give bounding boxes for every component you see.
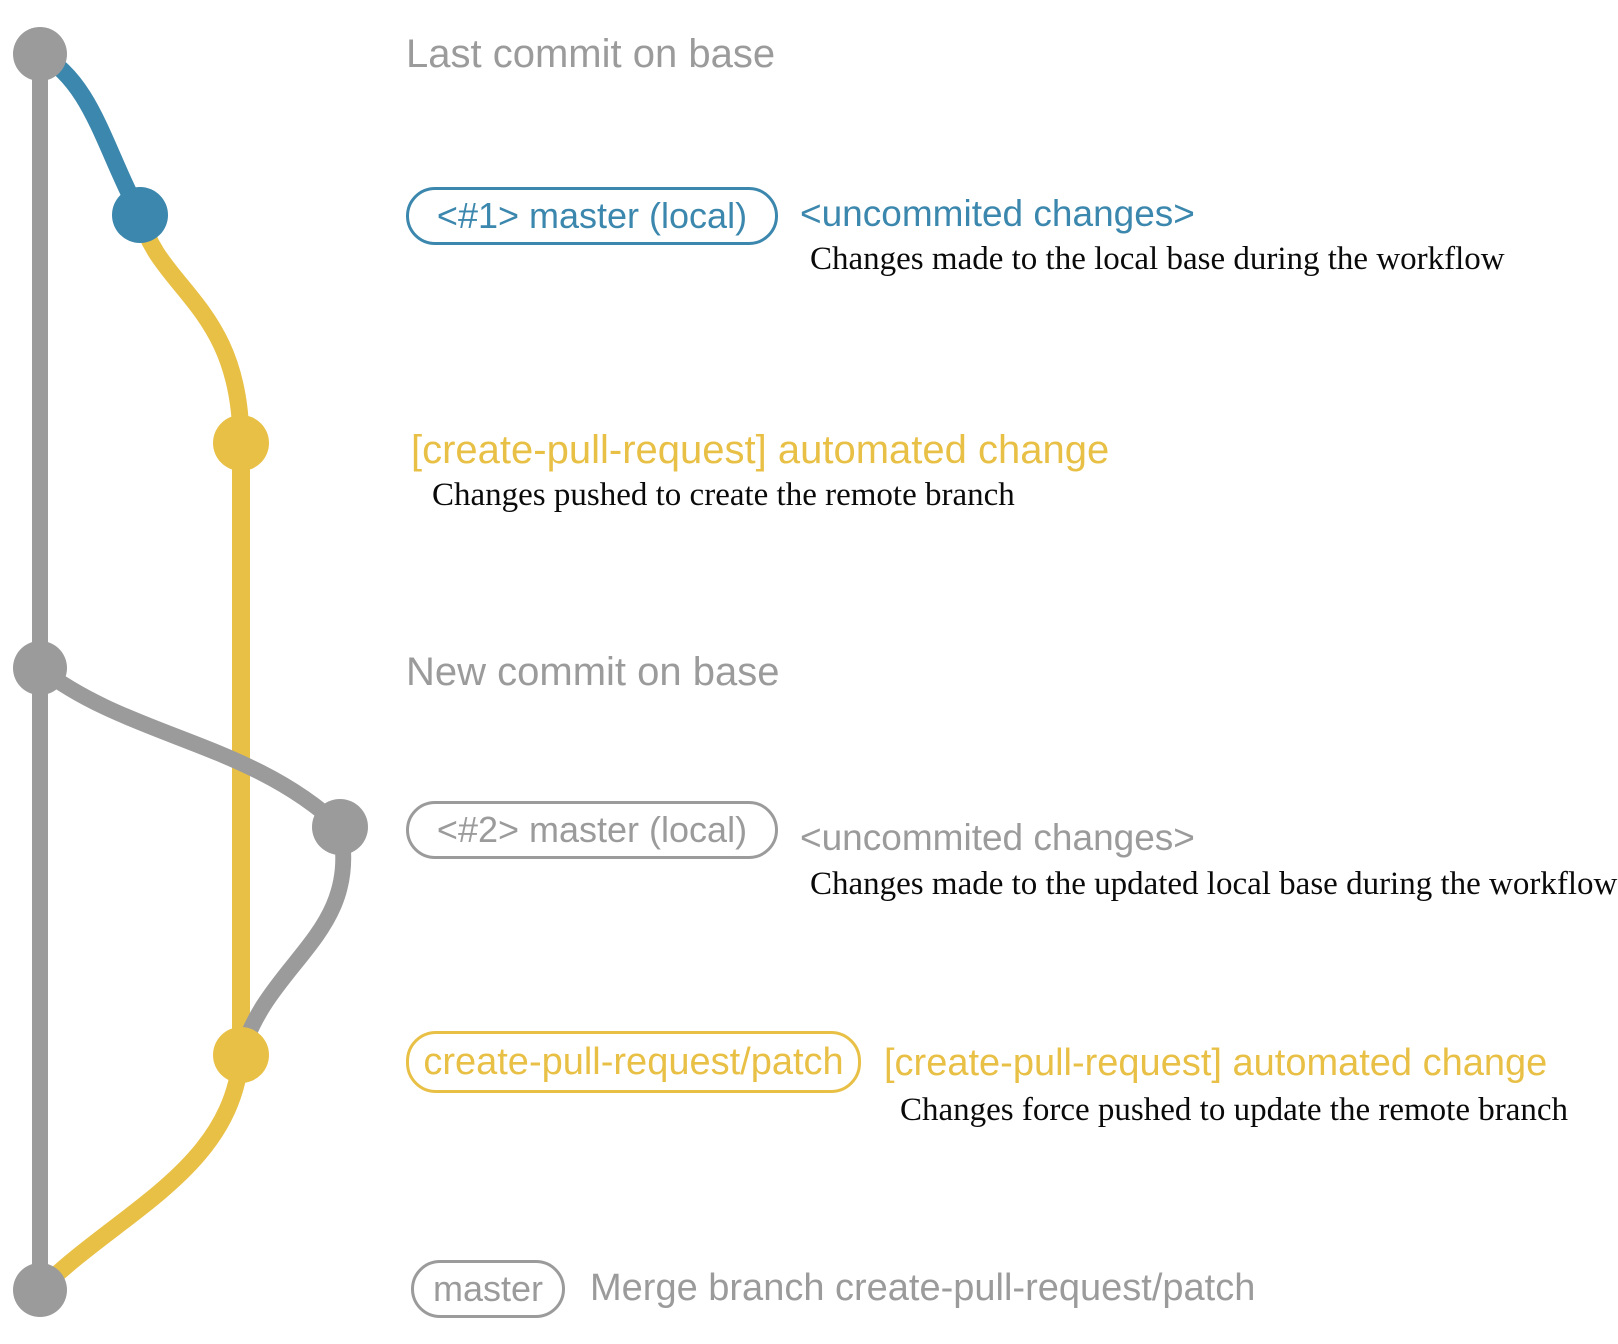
blue-local-branch-curve bbox=[31, 45, 149, 224]
yellow-push-curve bbox=[131, 206, 250, 452]
commit-dot-merge bbox=[13, 1263, 67, 1317]
commit-dot-base-new bbox=[13, 641, 67, 695]
desc-push-create: Changes pushed to create the remote bran… bbox=[432, 477, 1015, 513]
label-new-commit-on-base: New commit on base bbox=[406, 650, 780, 694]
ref-box-master: master bbox=[411, 1260, 565, 1318]
ref-box-master-local-2-label: <#2> master (local) bbox=[436, 809, 748, 850]
label-automated-change-1: [create-pull-request] automated change bbox=[411, 428, 1110, 472]
commit-dot-local-1 bbox=[112, 187, 168, 243]
desc-force-push-update: Changes force pushed to update the remot… bbox=[900, 1092, 1569, 1128]
desc-local-changes-1: Changes made to the local base during th… bbox=[810, 241, 1505, 277]
label-last-commit-on-base: Last commit on base bbox=[406, 32, 776, 76]
gray-force-push-curve bbox=[233, 819, 352, 1063]
ref-box-master-local-2: <#2> master (local) bbox=[406, 801, 778, 859]
gray-rebase-curve bbox=[32, 660, 348, 835]
ref-box-master-label: master bbox=[432, 1268, 544, 1309]
ref-box-create-pull-request-patch: create-pull-request/patch bbox=[406, 1031, 861, 1093]
ref-box-master-local-1: <#1> master (local) bbox=[406, 187, 778, 245]
label-uncommitted-changes-1: <uncommited changes> bbox=[800, 193, 1195, 234]
commit-dot-remote-1 bbox=[213, 415, 269, 471]
commit-dot-local-2 bbox=[312, 799, 368, 855]
ref-box-master-local-1-label: <#1> master (local) bbox=[436, 195, 748, 236]
yellow-merge-curve bbox=[31, 1046, 250, 1299]
desc-local-changes-2: Changes made to the updated local base d… bbox=[810, 866, 1618, 902]
label-uncommitted-changes-2: <uncommited changes> bbox=[800, 817, 1195, 858]
label-automated-change-2: [create-pull-request] automated change bbox=[884, 1042, 1548, 1084]
label-merge-branch: Merge branch create-pull-request/patch bbox=[590, 1267, 1256, 1309]
commit-dot-remote-2 bbox=[213, 1027, 269, 1083]
commit-dot-base-last bbox=[13, 27, 67, 81]
ref-box-create-pull-request-patch-label: create-pull-request/patch bbox=[423, 1041, 844, 1083]
